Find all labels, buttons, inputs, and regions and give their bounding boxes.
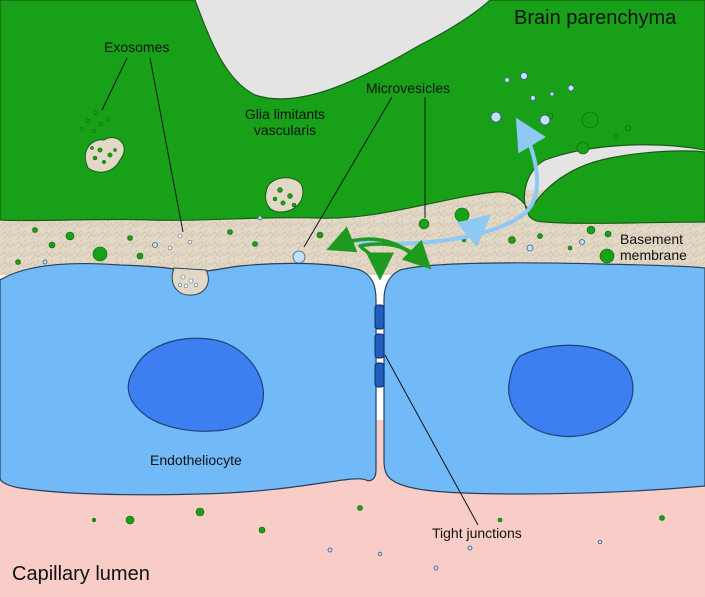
callout-lines	[101, 57, 479, 526]
capillary-lumen-label: Capillary lumen	[12, 563, 150, 585]
tight-junctions-label: Tight junctions	[432, 525, 522, 541]
transport-arrows-green	[326, 226, 432, 281]
nucleus-right	[508, 344, 634, 438]
basement-membrane-line1: Basement	[620, 231, 684, 247]
nucleus-left	[127, 337, 264, 432]
exosome-dots	[80, 110, 297, 208]
basement-membrane-line2: membrane	[620, 247, 687, 264]
brain-parenchyma-label: Brain parenchyma	[514, 7, 677, 29]
vesicle-dots-light	[167, 233, 199, 289]
exosomes-label: Exosomes	[104, 39, 170, 55]
glia-limitans-label: Glia limitants vascularis	[225, 106, 345, 138]
tight-junctions	[374, 304, 385, 388]
endotheliocyte-label: Endotheliocyte	[150, 452, 242, 468]
glia-limitans-line1: Glia limitants	[244, 106, 326, 122]
glia-limitans-line2: vascularis	[253, 122, 317, 139]
glia-limitans	[0, 0, 705, 224]
microvesicles-label: Microvesicles	[366, 80, 451, 96]
basement-membrane-label: Basement membrane	[620, 231, 687, 263]
glia-exosome-pocket	[84, 137, 125, 173]
